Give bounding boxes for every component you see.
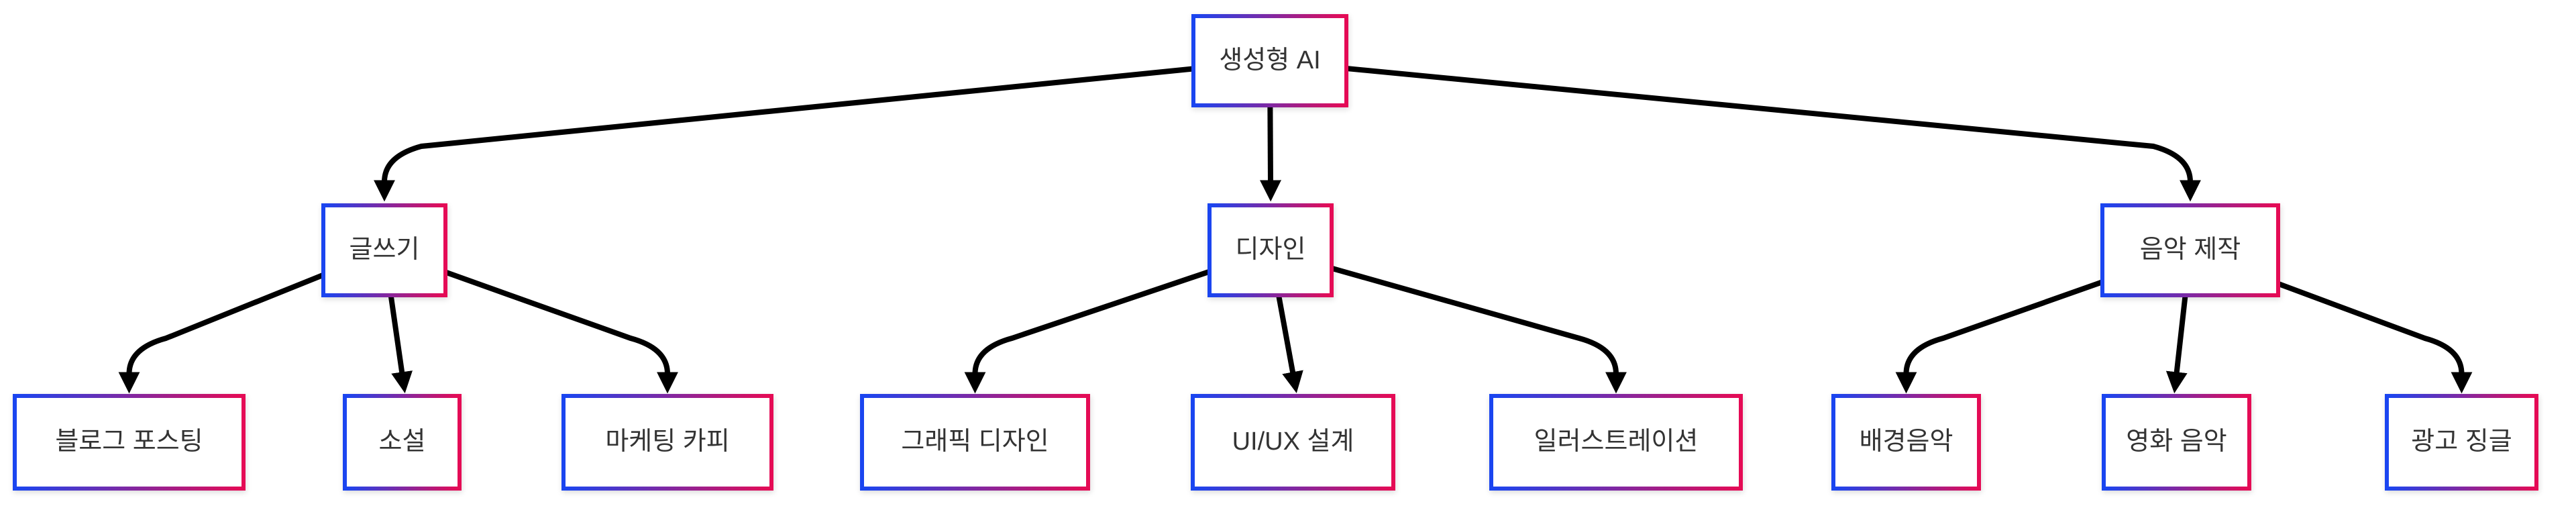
node-label: 마케팅 카피 <box>605 427 730 456</box>
node-label: 글쓰기 <box>349 236 420 264</box>
node-background-music: 배경음악 <box>1831 394 1981 491</box>
node-label: 영화 음악 <box>2126 427 2227 456</box>
edge-writing-copy <box>383 248 678 394</box>
node-graphic-design: 그래픽 디자인 <box>860 394 1090 491</box>
node-label: UI/UX 설계 <box>1232 427 1354 456</box>
node-label: 블로그 포스팅 <box>55 427 203 456</box>
node-generative-ai: 생성형 AI <box>1191 14 1348 107</box>
node-illustration: 일러스트레이션 <box>1489 394 1743 491</box>
edge-root-writing <box>374 58 1271 202</box>
edge-music-jingle <box>2189 248 2473 394</box>
node-label: 생성형 AI <box>1219 46 1321 74</box>
node-label: 그래픽 디자인 <box>901 427 1049 456</box>
edge-design-graphic <box>964 248 1272 394</box>
node-ad-jingle: 광고 징글 <box>2385 394 2538 491</box>
node-label: 소설 <box>378 427 426 456</box>
node-music-production: 음악 제작 <box>2100 203 2280 297</box>
node-design: 디자인 <box>1208 203 1334 297</box>
edge-writing-blog <box>118 248 386 394</box>
edge-music-bgm <box>1895 248 2192 394</box>
edge-root-music <box>1269 58 2201 202</box>
node-uiux-design: UI/UX 설계 <box>1191 394 1395 491</box>
node-novel: 소설 <box>343 394 462 491</box>
node-label: 디자인 <box>1235 236 1306 264</box>
node-writing: 글쓰기 <box>321 203 447 297</box>
node-film-music: 영화 음악 <box>2102 394 2251 491</box>
edge-design-illust <box>1269 248 1627 394</box>
node-blog-posting: 블로그 포스팅 <box>13 394 246 491</box>
node-label: 광고 징글 <box>2411 427 2512 456</box>
node-label: 배경음악 <box>1859 427 1953 456</box>
node-marketing-copy: 마케팅 카피 <box>561 394 773 491</box>
node-label: 일러스트레이션 <box>1534 427 1699 456</box>
node-label: 음악 제작 <box>2139 236 2241 264</box>
